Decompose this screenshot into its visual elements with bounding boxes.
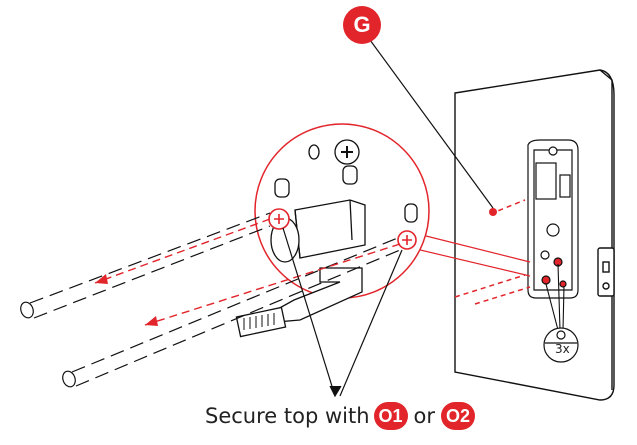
- option-badge-1: O1: [374, 402, 408, 430]
- step-badge-g: G: [343, 6, 381, 44]
- quantity-label: 3x: [555, 342, 570, 356]
- mounting-plate: [528, 140, 578, 298]
- caption-prefix: Secure top with: [205, 404, 370, 428]
- arrowhead-2: [145, 316, 158, 326]
- caption: Secure top with O1 or O2: [205, 398, 475, 434]
- screw-sleeve-ends: [19, 300, 78, 388]
- option-badge-2: O2: [441, 402, 475, 430]
- arrowhead-1: [95, 274, 108, 284]
- caption-connector: or: [414, 404, 435, 428]
- screw-g: [489, 208, 497, 216]
